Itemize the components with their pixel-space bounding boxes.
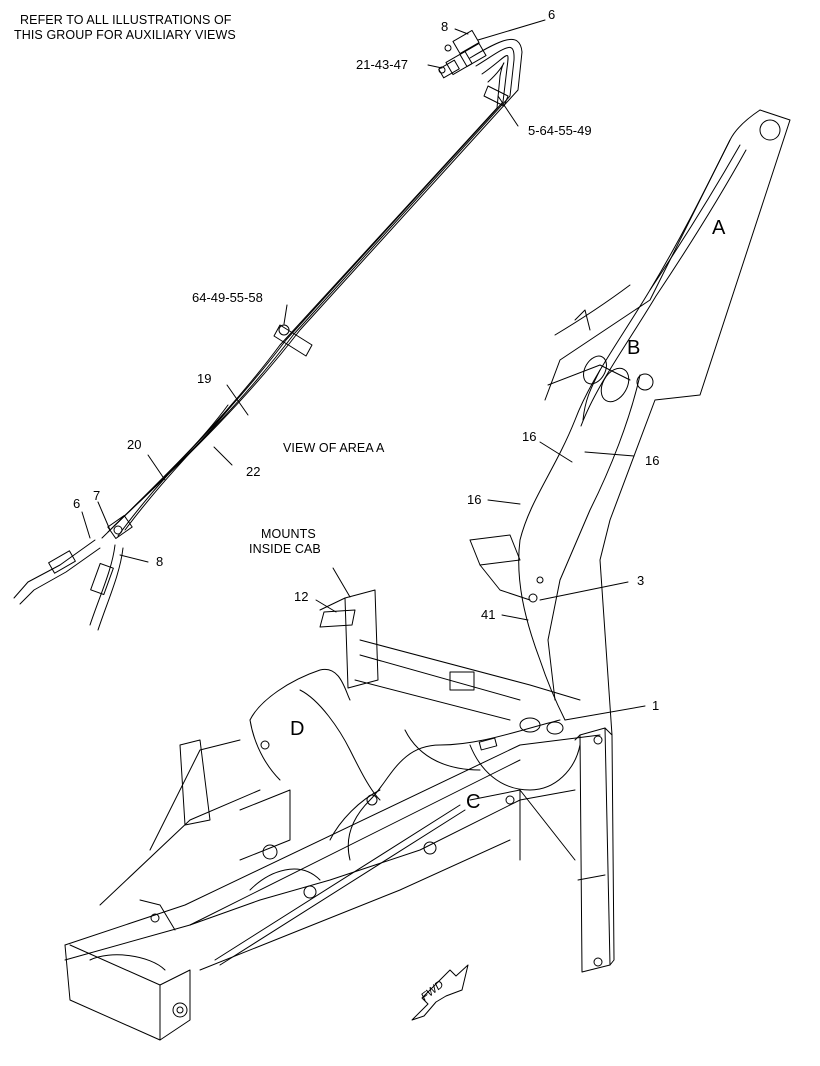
callout-16-left: 16 xyxy=(467,492,482,507)
callout-20: 20 xyxy=(127,437,142,452)
callout-19: 19 xyxy=(197,371,212,386)
hose-assembly xyxy=(13,29,523,631)
leader-lines xyxy=(81,19,646,721)
callout-6-left: 6 xyxy=(73,496,81,511)
callout-3: 3 xyxy=(637,573,645,588)
callout-21-43-47: 21-43-47 xyxy=(356,57,409,72)
cab-harness xyxy=(249,668,581,861)
refer-note-line2: THIS GROUP FOR AUXILIARY VIEWS xyxy=(14,28,236,42)
callout-8-left: 8 xyxy=(156,554,164,569)
area-label-a: A xyxy=(712,217,726,239)
boom xyxy=(469,109,791,736)
lift-arm-post xyxy=(574,727,615,973)
callout-22: 22 xyxy=(246,464,261,479)
mounts-note-line2: INSIDE CAB xyxy=(249,542,321,556)
callout-12: 12 xyxy=(294,589,309,604)
view-area-label: VIEW OF AREA A xyxy=(283,441,385,455)
callout-8-top: 8 xyxy=(441,19,449,34)
area-label-d: D xyxy=(290,718,305,740)
mounts-note-line1: MOUNTS xyxy=(261,527,316,541)
callout-5-64-55-49: 5-64-55-49 xyxy=(528,123,592,138)
callout-16-right: 16 xyxy=(645,453,660,468)
callout-7: 7 xyxy=(93,488,101,503)
callout-1: 1 xyxy=(652,698,660,713)
callout-16-upper: 16 xyxy=(522,429,537,444)
callout-41: 41 xyxy=(481,607,496,622)
area-label-c: C xyxy=(466,791,481,813)
callout-64-49-55-58: 64-49-55-58 xyxy=(192,290,263,305)
fwd-arrow xyxy=(411,964,469,1021)
callout-6-top: 6 xyxy=(548,7,556,22)
refer-note-line1: REFER TO ALL ILLUSTRATIONS OF xyxy=(20,13,232,27)
clip-12 xyxy=(319,609,356,628)
main-frame xyxy=(64,589,601,1041)
area-label-b: B xyxy=(627,337,641,359)
